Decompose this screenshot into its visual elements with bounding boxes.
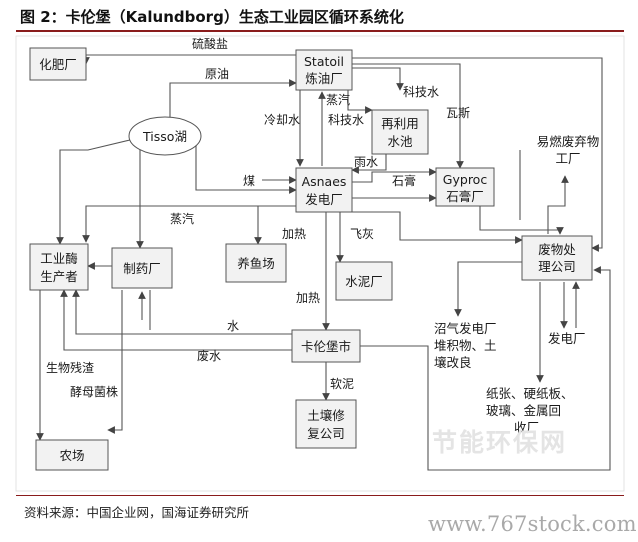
edge-label-steam-1: 蒸汽 xyxy=(326,92,350,107)
svg-text:炼油厂: 炼油厂 xyxy=(305,71,343,86)
edge-label-heating-2: 加热 xyxy=(296,291,320,305)
node-asnaes: Asnaes 发电厂 xyxy=(295,167,353,213)
source-note: 资料来源：中国企业网，国海证券研究所 xyxy=(24,505,250,520)
svg-text:水池: 水池 xyxy=(387,134,413,149)
faint-watermark: 节能环保网 xyxy=(432,428,568,457)
svg-text:Statoil: Statoil xyxy=(304,54,344,69)
node-kalundborg: 卡伦堡市 xyxy=(291,329,361,363)
edge-label-steam-2: 蒸汽 xyxy=(170,211,194,226)
svg-text:Asnaes: Asnaes xyxy=(302,174,347,189)
node-flammable-waste: 易燃废弃物 工厂 xyxy=(537,134,600,166)
source-rule xyxy=(16,495,624,496)
svg-text:Tisso湖: Tisso湖 xyxy=(142,129,187,144)
svg-text:土壤修: 土壤修 xyxy=(307,408,345,423)
svg-text:养鱼场: 养鱼场 xyxy=(237,256,275,271)
edge-label-cooling-water: 冷却水 xyxy=(264,113,300,127)
svg-text:纸张、硬纸板、: 纸张、硬纸板、 xyxy=(486,386,574,401)
node-recycle-pool: 再利用 水池 xyxy=(371,109,429,155)
svg-text:工业酶: 工业酶 xyxy=(40,251,78,266)
svg-text:Gyproc: Gyproc xyxy=(443,172,488,187)
edge-label-heating-1: 加热 xyxy=(282,227,306,241)
svg-text:发电厂: 发电厂 xyxy=(548,331,586,346)
svg-text:卡伦堡市: 卡伦堡市 xyxy=(301,339,351,354)
node-cement: 水泥厂 xyxy=(335,261,393,301)
edge-label-sulfate: 硫酸盐 xyxy=(192,36,228,51)
edge-label-crude-oil: 原油 xyxy=(205,67,229,81)
node-biogas: 沼气发电厂 堆积物、土 壤改良 xyxy=(434,321,497,370)
figure-title: 图 2：卡伦堡（Kalundborg）生态工业园区循环系统化 xyxy=(20,8,404,26)
edge-label-fly-ash: 飞灰 xyxy=(350,227,374,241)
edge-label-sludge: 软泥 xyxy=(330,377,354,391)
svg-text:沼气发电厂: 沼气发电厂 xyxy=(434,321,497,336)
edges xyxy=(36,54,611,471)
edge-labels: 硫酸盐 原油 科技水 蒸汽 冷却水 科技水 瓦斯 雨水 煤 石膏 蒸汽 加热 飞… xyxy=(46,36,470,399)
svg-text:农场: 农场 xyxy=(59,448,84,463)
node-tisso-lake: Tisso湖 xyxy=(128,116,202,156)
svg-text:壤改良: 壤改良 xyxy=(434,355,472,370)
node-fertilizer-label: 化肥厂 xyxy=(39,57,77,72)
edge-label-tech-water-1: 科技水 xyxy=(403,85,439,99)
edge-label-water: 水 xyxy=(227,319,239,333)
title-rule xyxy=(16,30,624,32)
svg-text:再利用: 再利用 xyxy=(381,116,419,131)
node-waste-company: 废物处 理公司 xyxy=(521,235,593,281)
node-recyclables: 纸张、硬纸板、 玻璃、金属回 收厂 xyxy=(486,386,574,435)
edge-label-yeast: 酵母菌株 xyxy=(70,384,118,399)
node-fish-farm: 养鱼场 xyxy=(225,243,287,283)
svg-text:制药厂: 制药厂 xyxy=(123,261,161,276)
edge-label-rain-water: 雨水 xyxy=(354,155,378,169)
svg-text:生产者: 生产者 xyxy=(40,269,78,284)
node-soil-repair: 土壤修 复公司 xyxy=(295,399,357,449)
edge-label-gas: 瓦斯 xyxy=(446,106,470,120)
svg-text:废物处: 废物处 xyxy=(538,242,576,257)
node-enzyme-producer: 工业酶 生产者 xyxy=(29,243,89,291)
site-watermark: www.767stock.com xyxy=(428,512,637,536)
svg-text:收厂: 收厂 xyxy=(514,420,539,435)
node-pharma: 制药厂 xyxy=(111,247,173,289)
flow-diagram: 硫酸盐 原油 科技水 蒸汽 冷却水 科技水 瓦斯 雨水 煤 石膏 蒸汽 加热 飞… xyxy=(15,35,625,492)
svg-text:堆积物、土: 堆积物、土 xyxy=(434,338,497,353)
svg-text:易燃废弃物: 易燃废弃物 xyxy=(537,134,600,149)
svg-text:理公司: 理公司 xyxy=(538,259,576,274)
node-farm: 农场 xyxy=(35,439,109,471)
svg-text:复公司: 复公司 xyxy=(307,426,345,441)
node-gyproc: Gyproc 石膏厂 xyxy=(435,167,495,207)
edge-label-tech-water-2: 科技水 xyxy=(328,113,364,127)
svg-text:石膏厂: 石膏厂 xyxy=(446,189,484,204)
edge-label-bio-residue: 生物残渣 xyxy=(46,361,94,375)
svg-text:发电厂: 发电厂 xyxy=(305,192,343,207)
node-statoil: Statoil 炼油厂 xyxy=(295,49,353,91)
svg-text:水泥厂: 水泥厂 xyxy=(345,274,383,289)
node-power-plant: 发电厂 xyxy=(548,331,586,346)
edge-label-gypsum: 石膏 xyxy=(392,173,416,188)
svg-text:玻璃、金属回: 玻璃、金属回 xyxy=(486,403,561,418)
node-fertilizer: 化肥厂 xyxy=(29,47,87,81)
diagram-frame xyxy=(15,35,625,492)
svg-text:工厂: 工厂 xyxy=(555,151,580,166)
edge-label-waste-water: 废水 xyxy=(197,348,221,363)
edge-label-coal: 煤 xyxy=(243,174,255,188)
